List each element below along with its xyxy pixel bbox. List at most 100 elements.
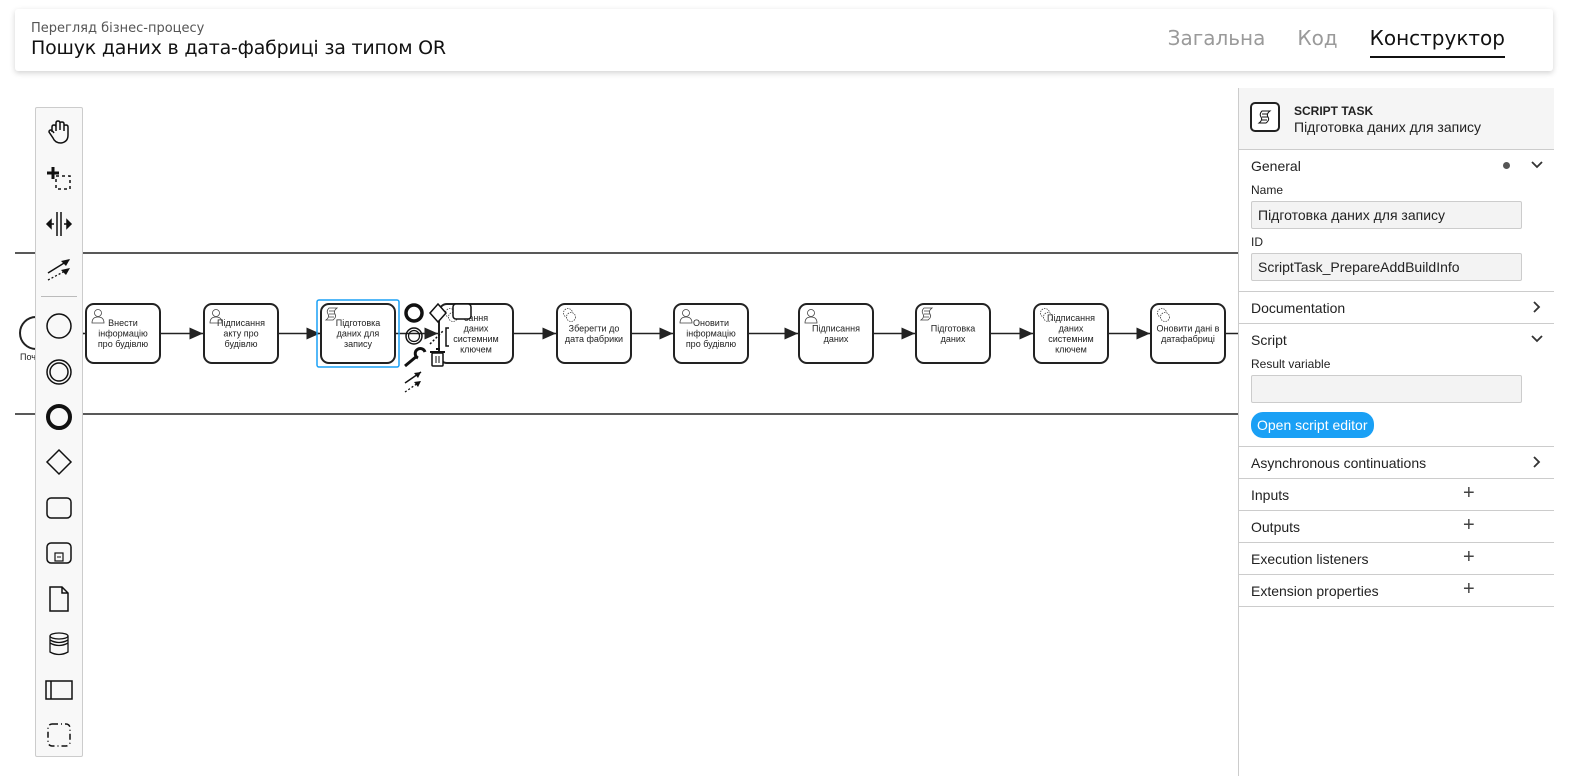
space-tool-button[interactable]: [36, 204, 82, 244]
append-gateway-icon[interactable]: [428, 302, 448, 324]
text-annotation-icon[interactable]: [445, 327, 449, 347]
create-end-event-button[interactable]: [36, 397, 82, 437]
lasso-tool-button[interactable]: [36, 158, 82, 198]
data-object-icon: [49, 586, 69, 612]
task-shape: [556, 303, 632, 364]
task-label-line: Підписання: [812, 323, 860, 333]
group-execution-listeners-label: Execution listeners: [1251, 550, 1369, 567]
task-shape: [915, 303, 991, 364]
group-general-label: General: [1251, 157, 1301, 174]
task-label-line: дата фабрики: [565, 334, 623, 344]
wrench-icon[interactable]: [404, 347, 427, 368]
tabs: Загальна Код Конструктор: [1168, 26, 1505, 58]
tab-general[interactable]: Загальна: [1167, 26, 1266, 50]
trash-icon[interactable]: [430, 348, 445, 367]
intermediate-event-icon: [46, 359, 72, 385]
participant-icon: [45, 680, 73, 700]
append-intermediate-event-icon[interactable]: [405, 327, 423, 345]
service-task-icon: [1040, 308, 1053, 322]
group-icon: [47, 723, 71, 747]
group-documentation-header[interactable]: Documentation: [1239, 292, 1554, 323]
task-shape: [203, 303, 279, 364]
connect-icon[interactable]: [429, 329, 445, 345]
create-data-store-button[interactable]: [36, 624, 82, 664]
group-inputs-header[interactable]: Inputs +: [1239, 479, 1554, 510]
lasso-icon: [47, 167, 71, 190]
group-outputs-header[interactable]: Outputs +: [1239, 511, 1554, 542]
group-script: Script Result variable Open script edito…: [1239, 324, 1554, 447]
group-async: Asynchronous continuations: [1239, 447, 1554, 479]
element-name: Підготовка даних для запису: [1294, 119, 1482, 135]
add-extension-property-button[interactable]: +: [1463, 578, 1475, 600]
task-label-line: Внести: [108, 318, 138, 328]
global-connect-tool-button[interactable]: [36, 249, 82, 289]
open-script-editor-button[interactable]: Open script editor: [1251, 412, 1374, 438]
tab-code[interactable]: Код: [1297, 26, 1338, 50]
add-execution-listener-button[interactable]: +: [1463, 546, 1475, 568]
chevron-right-icon: [1533, 301, 1541, 313]
service-task-icon: [563, 308, 576, 322]
create-subprocess-button[interactable]: [36, 533, 82, 573]
task-label-line: системним: [453, 334, 498, 344]
id-input[interactable]: [1251, 253, 1522, 281]
task-label-line: даних: [1059, 323, 1084, 333]
result-variable-input[interactable]: [1251, 375, 1522, 403]
group-inputs: Inputs +: [1239, 479, 1554, 511]
group-async-header[interactable]: Asynchronous continuations: [1239, 447, 1554, 478]
task-shape: [798, 303, 874, 364]
task-label-line: системним: [1048, 334, 1093, 344]
name-input[interactable]: [1251, 201, 1522, 229]
create-gateway-button[interactable]: [36, 442, 82, 482]
create-data-object-button[interactable]: [36, 579, 82, 619]
create-task-button[interactable]: [36, 488, 82, 528]
palette: [35, 107, 83, 757]
tab-constructor[interactable]: Конструктор: [1369, 26, 1505, 58]
task-label-line: запису: [344, 339, 373, 349]
task-label-line: даних: [941, 334, 966, 344]
chevron-right-icon: [1533, 456, 1541, 468]
space-tool-icon: [45, 212, 73, 236]
group-general-header[interactable]: General: [1239, 150, 1554, 181]
data-store-icon: [49, 632, 69, 656]
append-task-icon[interactable]: [452, 303, 472, 320]
script-task-icon: [919, 307, 934, 321]
hand-tool-button[interactable]: [36, 112, 82, 152]
group-extension-properties: Extension properties +: [1239, 575, 1554, 607]
task-label-line: будівлю: [225, 339, 258, 349]
page-subtitle: Перегляд бізнес-процесу: [31, 21, 205, 36]
group-extension-properties-label: Extension properties: [1251, 582, 1379, 599]
create-group-button[interactable]: [36, 715, 82, 755]
task-label-line: Підготовка: [931, 323, 976, 333]
append-end-event-icon[interactable]: [404, 303, 424, 323]
connect-arrows-icon[interactable]: [404, 371, 422, 393]
data-indicator-dot: [1503, 162, 1510, 169]
task-label-line: Оновити: [693, 318, 729, 328]
selection-outline: [316, 299, 400, 368]
group-execution-listeners-header[interactable]: Execution listeners +: [1239, 543, 1554, 574]
end-event-icon: [46, 404, 72, 430]
add-input-button[interactable]: +: [1463, 482, 1475, 504]
task-shape: [673, 303, 749, 364]
chevron-down-icon: [1531, 161, 1543, 169]
group-extension-properties-header[interactable]: Extension properties +: [1239, 575, 1554, 606]
task-label-line: ключем: [1055, 344, 1087, 354]
group-script-header[interactable]: Script: [1239, 324, 1554, 355]
group-async-label: Asynchronous continuations: [1251, 454, 1427, 471]
add-output-button[interactable]: +: [1463, 514, 1475, 536]
create-participant-button[interactable]: [36, 670, 82, 710]
create-start-event-button[interactable]: [36, 306, 82, 346]
element-type: SCRIPT TASK: [1294, 104, 1374, 118]
create-intermediate-event-button[interactable]: [36, 352, 82, 392]
